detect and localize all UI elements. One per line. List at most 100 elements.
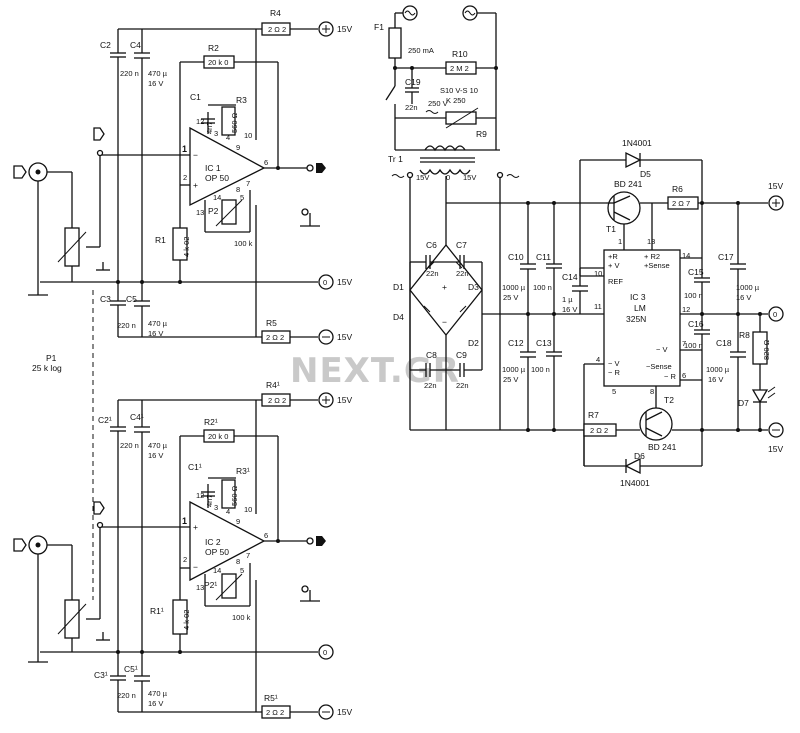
r9-varistor (445, 111, 477, 125)
svg-text:+R: +R (608, 252, 618, 261)
svg-text:4n7: 4n7 (205, 494, 214, 507)
c19-label: C19 (405, 77, 421, 87)
d5-type: 1N4001 (622, 138, 652, 148)
svg-text:15V: 15V (337, 395, 352, 405)
svg-text:R4¹: R4¹ (266, 380, 280, 390)
svg-text:5: 5 (240, 193, 244, 202)
channel-1-amplifier: 2 Ω 2 R4 15V C2 220 n C4 470 µ 16 V 20 k… (13, 8, 352, 345)
c7-label: C7 (456, 240, 467, 250)
svg-text:− R: − R (608, 368, 620, 377)
c12-label: C12 (508, 338, 524, 348)
svg-text:4: 4 (226, 507, 230, 516)
svg-text:6: 6 (264, 531, 268, 540)
svg-text:8: 8 (236, 185, 240, 194)
svg-text:+ R2: + R2 (644, 252, 660, 261)
c2-value: 220 n (120, 69, 139, 78)
c14-voltage: 16 V (562, 305, 577, 314)
c18-value: 1000 µ (706, 365, 730, 374)
c17-value: 1000 µ (736, 283, 760, 292)
svg-text:100 k: 100 k (232, 613, 251, 622)
svg-text:10: 10 (244, 131, 252, 140)
ground-terminal-icon (318, 644, 334, 660)
r8-label: R8 (739, 330, 750, 340)
svg-text:16 V: 16 V (148, 699, 163, 708)
ic1-type: OP 50 (205, 173, 229, 183)
svg-text:16 V: 16 V (148, 451, 163, 460)
svg-text:14: 14 (213, 566, 221, 575)
input-marker-icon (93, 501, 105, 515)
d7-label: D7 (738, 398, 749, 408)
svg-text:12: 12 (196, 117, 204, 126)
c8-label: C8 (426, 350, 437, 360)
svg-text:13: 13 (196, 583, 204, 592)
c11-label: C11 (536, 252, 551, 262)
svg-text:7: 7 (246, 179, 250, 188)
r6-label: R6 (672, 184, 683, 194)
r2-label: R2 (208, 43, 219, 53)
svg-text:4: 4 (226, 133, 230, 142)
svg-text:4: 4 (596, 355, 600, 364)
c12-value: 1000 µ (502, 365, 526, 374)
p1-value: 25 k log (32, 363, 62, 373)
c9-value: 22n (456, 381, 469, 390)
svg-text:12: 12 (682, 305, 690, 314)
c15-value: 100 n (684, 291, 703, 300)
c4-voltage: 16 V (148, 79, 163, 88)
r4-value: 2 Ω 2 (268, 25, 286, 34)
r3-prime-resistor (221, 479, 236, 509)
r7-value: 2 Ω 2 (590, 426, 608, 435)
svg-text:220 n: 220 n (117, 691, 136, 700)
svg-text:14: 14 (682, 251, 690, 260)
ic1-label: IC 1 (205, 163, 221, 173)
c16-label: C16 (688, 319, 704, 329)
c18-label: C18 (716, 338, 732, 348)
svg-text:C4¹: C4¹ (130, 412, 144, 422)
f1-label: F1 (374, 22, 384, 32)
c8-value: 22n (424, 381, 437, 390)
svg-text:12: 12 (196, 491, 204, 500)
input-arrow-icon (13, 538, 27, 552)
svg-text:3: 3 (214, 129, 218, 138)
r10-label: R10 (452, 49, 468, 59)
svg-text:2: 2 (183, 173, 187, 182)
ic2-label: IC 2 (205, 537, 221, 547)
svg-text:R3¹: R3¹ (236, 466, 250, 476)
d1-label: D1 (393, 282, 404, 292)
svg-text:10: 10 (594, 269, 602, 278)
svg-text:8: 8 (236, 557, 240, 566)
r3-value: 560 Ω (230, 112, 239, 133)
p2-trimmer (221, 199, 237, 225)
svg-text:9: 9 (236, 517, 240, 526)
c12-voltage: 25 V (503, 375, 518, 384)
svg-text:C3¹: C3¹ (94, 670, 108, 680)
r4-prime-resistor (261, 393, 291, 407)
d6-type: 1N4001 (620, 478, 650, 488)
tr1-secondary (419, 168, 471, 175)
r3-label: R3 (236, 95, 247, 105)
tr1-primary (424, 145, 466, 152)
r7-label: R7 (588, 410, 599, 420)
c10-voltage: 25 V (503, 293, 518, 302)
svg-text:15V: 15V (337, 707, 352, 717)
r1-label: R1 (155, 235, 166, 245)
r10-value: 2 M 2 (450, 64, 469, 73)
r1-value: 4 k 02 (182, 237, 191, 257)
t2-type: BD 241 (648, 442, 677, 452)
svg-text:4 k 02: 4 k 02 (182, 610, 191, 630)
svg-text:− V: − V (608, 359, 619, 368)
c3-value: 220 n (117, 321, 136, 330)
c16-value: 100 n (684, 341, 703, 350)
c2-label: C2 (100, 40, 111, 50)
svg-text:0: 0 (446, 173, 450, 182)
supply-positive-label: 15V (337, 24, 352, 34)
c6-value: 22n (426, 269, 439, 278)
svg-text:9: 9 (236, 143, 240, 152)
power-supply: F1 250 mA 2 M 2 R10 C19 22n 250 V S10 V-… (374, 5, 784, 488)
d6-diode (624, 457, 641, 475)
d7-led (751, 389, 769, 404)
r5-resistor (261, 330, 291, 344)
ic3-type: LM (634, 303, 646, 313)
ground-terminal-icon (318, 274, 334, 290)
svg-text:6: 6 (682, 371, 686, 380)
power-switch (385, 85, 396, 101)
